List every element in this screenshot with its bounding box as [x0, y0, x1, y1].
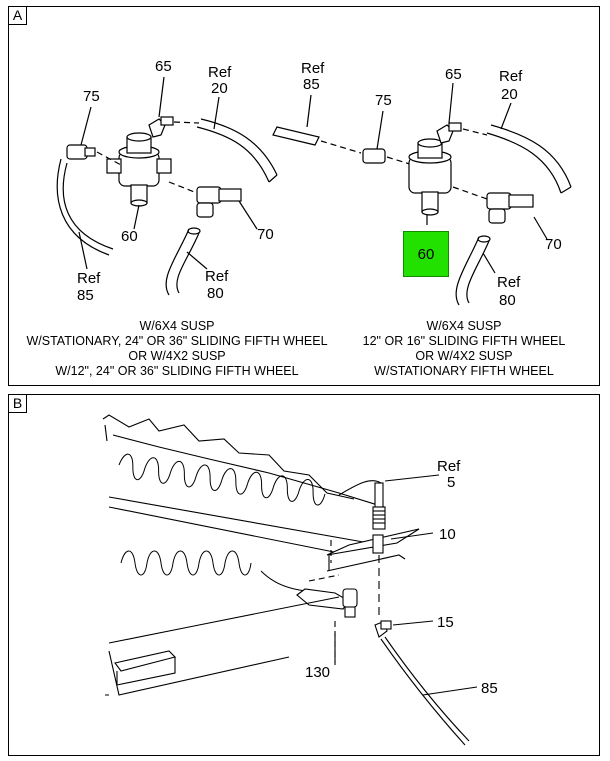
callout-ref80-right-b: 80 — [499, 292, 516, 309]
lower-frame-rail — [105, 596, 340, 696]
callout-ref80-left-b: 80 — [207, 285, 224, 302]
bracket-10 — [326, 528, 420, 572]
callout-ref80-left-a: Ref — [205, 268, 229, 285]
callout-ref85-right-a: Ref — [301, 60, 325, 77]
right-tee-70 — [486, 192, 534, 224]
callout-ref85-left-a: Ref — [77, 270, 101, 287]
left-tube-80 — [165, 227, 201, 296]
callout-ref20-right-a: Ref — [499, 68, 523, 85]
callout-ref20-right-b: 20 — [501, 86, 518, 103]
callout-60-left: 60 — [121, 228, 138, 245]
callout-85: 85 — [481, 680, 498, 697]
panel-b-callouts: Ref 5 10 15 85 130 — [305, 458, 498, 697]
callout-70-right: 70 — [545, 236, 562, 253]
tube-85 — [380, 636, 470, 746]
left-fitting-75 — [66, 144, 96, 160]
upper-coiled-hose — [118, 453, 326, 506]
callout-ref5-b: 5 — [447, 474, 455, 491]
lower-coiled-hose — [120, 550, 330, 594]
right-elbow-65 — [436, 122, 462, 144]
callout-15: 15 — [437, 614, 454, 631]
fitting-ref5 — [372, 482, 386, 530]
panel-b: B — [8, 394, 600, 756]
left-tube-20 — [196, 118, 278, 183]
callout-ref20-left-b: 20 — [211, 80, 228, 97]
callout-65-right: 65 — [445, 66, 462, 83]
callout-65-left: 65 — [155, 58, 172, 75]
callout-60-right-highlighted[interactable]: 60 — [403, 231, 449, 277]
right-valve-60 — [408, 138, 452, 216]
right-tube-85 — [272, 126, 320, 146]
panel-a-drawing: 75 65 Ref 20 60 70 Ref 85 Ref 80 Ref 85 … — [56, 58, 572, 309]
panel-b-drawing: Ref 5 10 15 85 130 — [102, 414, 498, 746]
left-valve-60 — [106, 132, 172, 207]
panel-a-label: A — [9, 7, 27, 25]
callout-ref5-a: Ref — [437, 458, 461, 475]
callout-75-right: 75 — [375, 92, 392, 109]
caption-left: W/6X4 SUSP W/STATIONARY, 24" OR 36" SLID… — [26, 319, 328, 378]
callout-70-left: 70 — [257, 226, 274, 243]
fitting-15 — [374, 620, 392, 638]
callout-ref85-left-b: 85 — [77, 287, 94, 304]
left-tube-85 — [56, 158, 114, 256]
right-tube-80 — [455, 235, 491, 306]
panel-a: A — [8, 6, 600, 386]
panel-a-left-callouts: 75 65 Ref 20 60 70 Ref 85 Ref 80 — [77, 58, 274, 304]
right-fitting-75 — [362, 148, 386, 164]
callout-130: 130 — [305, 664, 330, 681]
upper-frame-rail — [102, 414, 385, 508]
callout-75-left: 75 — [83, 88, 100, 105]
callout-ref85-right-b: 85 — [303, 76, 320, 93]
left-tee-70 — [196, 186, 242, 218]
callout-10: 10 — [439, 526, 456, 543]
valve-130 — [296, 588, 358, 618]
caption-right: W/6X4 SUSP 12" OR 16" SLIDING FIFTH WHEE… — [362, 319, 566, 378]
right-tube-20 — [486, 124, 572, 194]
callout-ref20-left-a: Ref — [208, 64, 232, 81]
panel-b-label: B — [9, 395, 27, 413]
callout-ref80-right-a: Ref — [497, 274, 521, 291]
panel-a-right-callouts: Ref 85 75 65 Ref 20 70 Ref 80 — [301, 60, 562, 309]
left-elbow-65 — [148, 116, 174, 138]
